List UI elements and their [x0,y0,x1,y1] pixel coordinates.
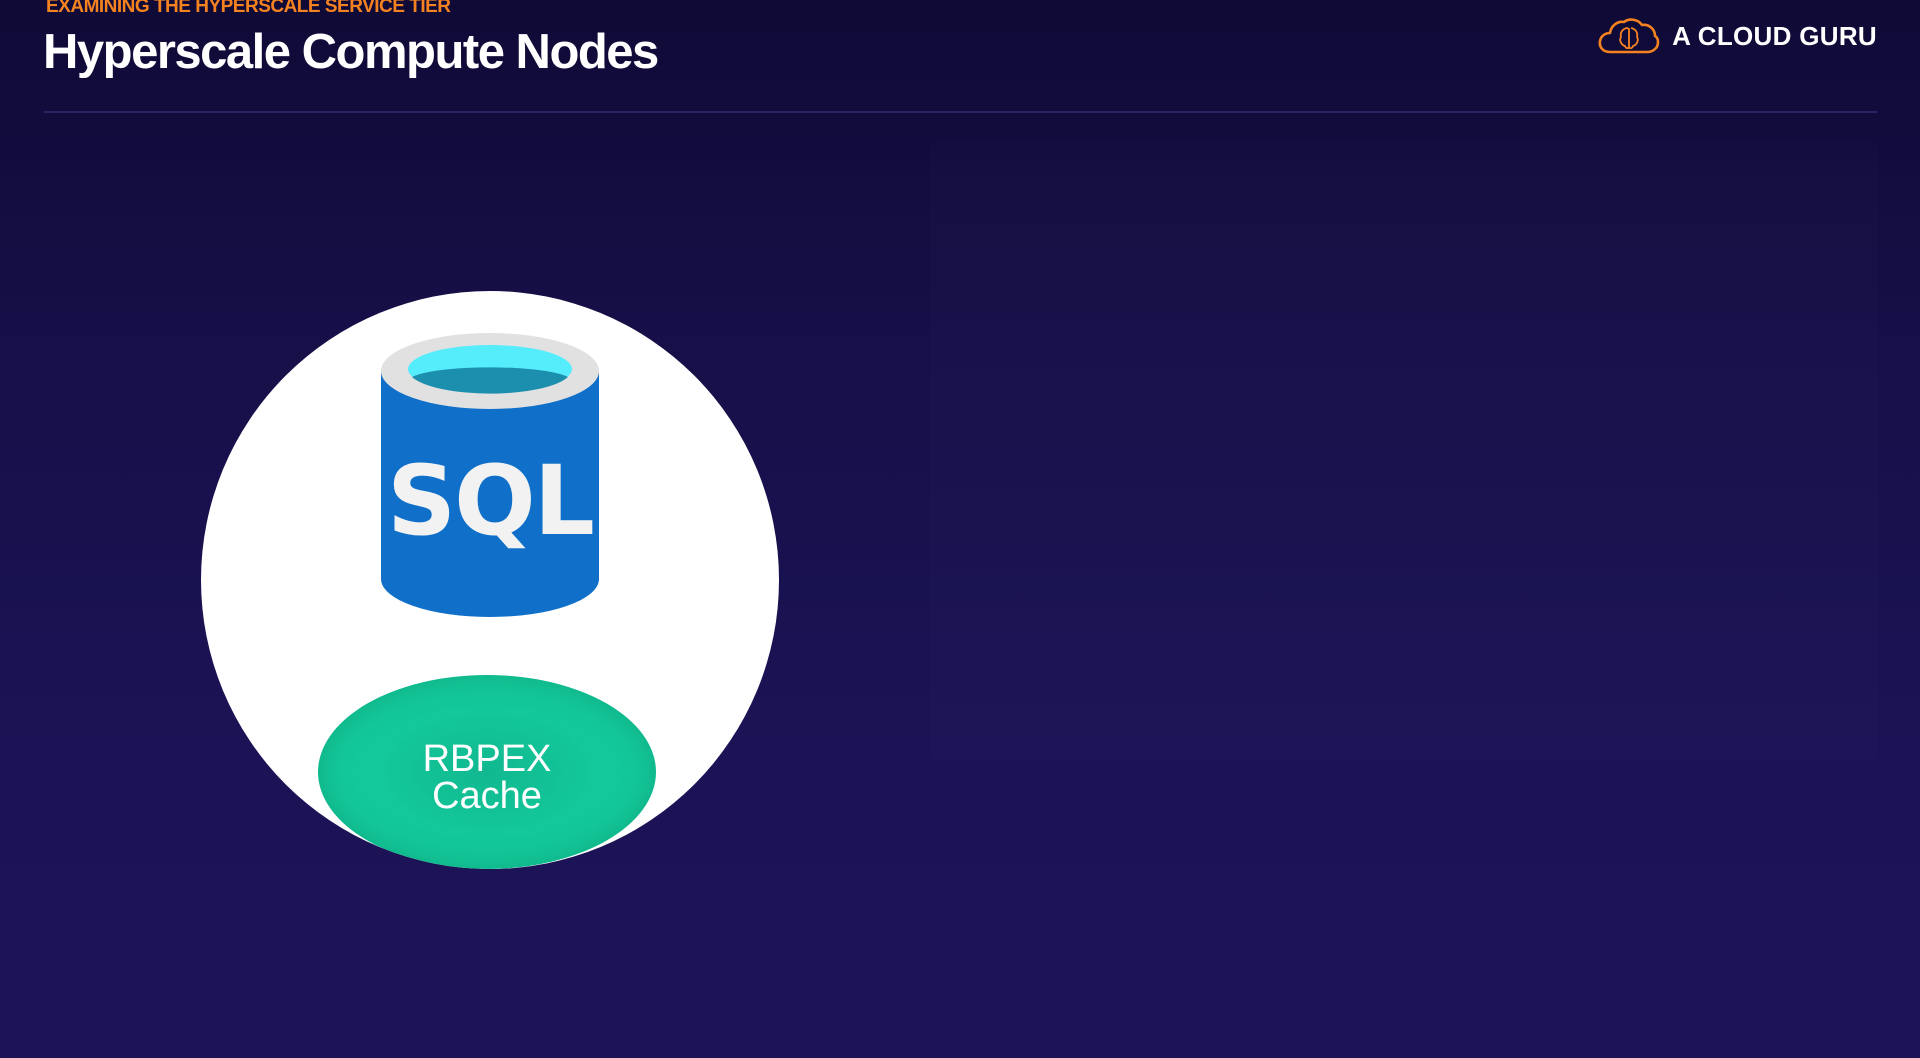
compute-node-circle: SQL RBPEX Cache [201,291,779,869]
header-divider [44,111,1877,113]
brand: A CLOUD GURU [1596,16,1877,56]
brand-name: A CLOUD GURU [1672,20,1877,51]
cache-label-line-1: RBPEX [422,738,552,780]
section-eyebrow: EXAMINING THE HYPERSCALE SERVICE TIER [46,0,451,17]
sql-label: SQL [387,445,595,557]
background-panel [930,140,1878,760]
cache-label-line-2: Cache [432,775,542,817]
cloud-brain-logo-icon [1598,18,1660,54]
rbpex-cache-label: RBPEX Cache [318,738,656,817]
page-title: Hyperscale Compute Nodes [43,25,659,79]
sql-database-icon [381,333,599,617]
rbpex-cache-ellipse [318,675,656,869]
